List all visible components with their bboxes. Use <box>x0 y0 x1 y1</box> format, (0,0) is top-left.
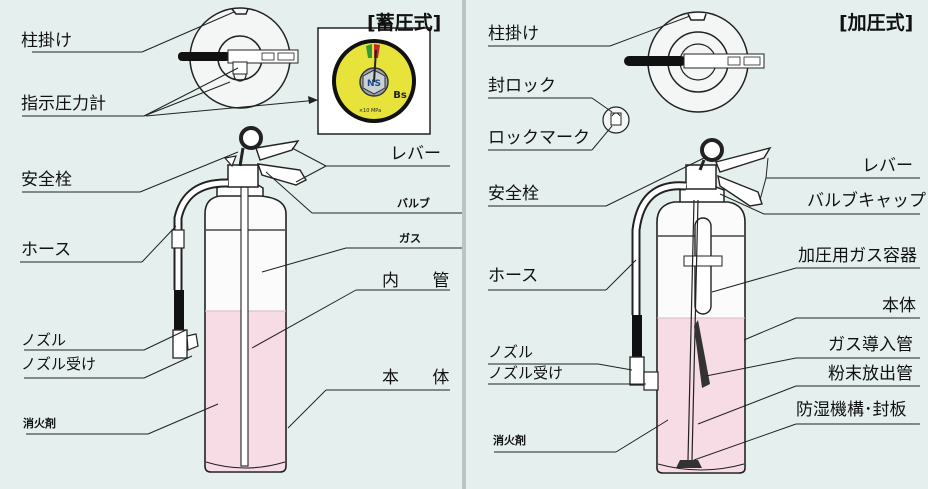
label-gas: ガス <box>399 232 421 245</box>
stored-pressure-illustration: NS Bs ×10 MPa <box>20 7 462 473</box>
seal-lock-detail <box>602 106 630 134</box>
label-agent-right: 消火剤 <box>493 434 526 447</box>
label-safety-pin-right: 安全栓 <box>488 184 539 204</box>
stored-valve-lever <box>223 126 307 188</box>
stored-extinguisher <box>204 179 287 473</box>
top-view-disc <box>178 7 299 109</box>
label-nozzle-holder: ノズル受け <box>21 355 97 373</box>
panel-pressurized: [加圧式] 柱掛け 封ロック ロックマーク レバー 安全栓 バルブキャップ 加圧… <box>466 0 928 489</box>
label-hose: ホース <box>21 240 72 260</box>
label-hashira: 柱掛け <box>21 31 72 51</box>
label-hashira-right: 柱掛け <box>488 24 539 44</box>
label-gas-container: 加圧用ガス容器 <box>798 246 917 266</box>
label-valve: バルブ <box>397 197 430 210</box>
label-body-right: 本体 <box>882 296 916 316</box>
gauge-logo: NS <box>367 79 381 89</box>
pressure-gauge-inset: NS Bs ×10 MPa <box>317 27 431 135</box>
title-stored-pressure: [蓄圧式] <box>367 12 442 34</box>
label-hose-right: ホース <box>488 266 539 286</box>
label-moisture-seal: 防湿機構･封板 <box>796 400 907 420</box>
leader-lines-left <box>20 11 462 435</box>
leader-lines-right <box>488 15 920 461</box>
pressurized-hose <box>629 181 687 391</box>
label-seal-lock: 封ロック <box>488 76 556 96</box>
label-lever-right: レバー <box>862 156 913 176</box>
label-nozzle-holder-right: ノズル受け <box>488 364 564 382</box>
title-pressurized: [加圧式] <box>839 12 914 34</box>
stored-hose <box>171 178 229 359</box>
pressurized-illustration <box>488 11 920 474</box>
label-inner-tube: 内 管 <box>382 271 464 291</box>
gauge-unit: ×10 MPa <box>359 108 381 114</box>
pressurized-valve-lever <box>685 138 772 207</box>
pressurized-extinguisher <box>656 186 746 474</box>
label-lever: レバー <box>390 144 441 164</box>
label-gauge: 指示圧力計 <box>21 94 106 114</box>
panel-stored-pressure: NS Bs ×10 MPa [蓄圧式] 柱掛け 指示圧力計 レバー 安全栓 バル… <box>0 0 462 489</box>
label-agent: 消火剤 <box>23 417 56 430</box>
label-body: 本 体 <box>382 368 464 388</box>
label-safety-pin: 安全栓 <box>21 170 72 190</box>
panel-divider <box>462 0 466 489</box>
label-lock-mark: ロックマーク <box>488 128 590 148</box>
label-valve-cap: バルブキャップ <box>807 191 926 211</box>
top-view-disc-right <box>624 11 765 113</box>
label-powder-tube: 粉末放出管 <box>828 364 913 384</box>
gauge-mark: Bs <box>393 90 407 101</box>
label-nozzle-right: ノズル <box>488 343 534 361</box>
label-nozzle: ノズル <box>21 331 67 349</box>
label-gas-tube: ガス導入管 <box>828 335 913 355</box>
